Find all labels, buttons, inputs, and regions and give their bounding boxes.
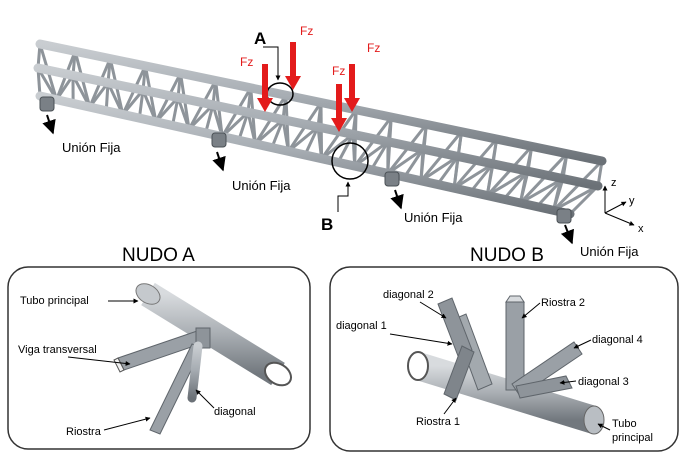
label-brace-2-b: Riostra 2 xyxy=(541,297,585,309)
node-a-marker: A xyxy=(254,29,266,48)
force-1: Fz xyxy=(240,55,273,112)
support-label-4: Unión Fija xyxy=(580,244,639,259)
truss-vertical xyxy=(403,148,425,178)
truss-diagonal xyxy=(552,184,599,212)
truss-diagonal xyxy=(320,133,354,160)
truss-vertical xyxy=(104,82,110,111)
force-4-label: Fz xyxy=(367,41,380,55)
support-label-2: Unión Fija xyxy=(232,178,291,193)
node-b-labels: diagonal 2 Riostra 2 diagonal 1 diagonal… xyxy=(336,289,653,444)
support-labels: Unión Fija Unión Fija Unión Fija Unión F… xyxy=(42,114,639,259)
truss-vertical xyxy=(568,184,600,216)
node-a-title: NUDO A xyxy=(122,245,195,266)
truss-vertical xyxy=(469,162,495,193)
truss-diagonal xyxy=(420,155,459,183)
forces: Fz Fz Fz Fz xyxy=(240,24,380,132)
support-3 xyxy=(384,171,400,187)
label-brace-a: Riostra xyxy=(66,426,102,438)
truss-chords xyxy=(33,39,607,219)
label-diagonal-3-b: diagonal 3 xyxy=(578,376,629,388)
support-1 xyxy=(39,96,55,112)
supports xyxy=(39,96,572,224)
label-cross-beam-a: Viga transversal xyxy=(18,344,97,356)
support-label-3: Unión Fija xyxy=(404,210,463,225)
node-a-leader xyxy=(263,46,281,81)
label-brace-1-b: Riostra 1 xyxy=(416,416,460,428)
label-diagonal-4-b: diagonal 4 xyxy=(592,334,643,346)
truss-vertical xyxy=(137,89,145,119)
truss-vertical xyxy=(270,119,285,149)
truss-vertical xyxy=(369,140,390,171)
node-a-drawing xyxy=(113,282,293,435)
truss-vertical xyxy=(303,126,320,156)
truss-diagonal xyxy=(254,118,284,146)
truss-diagonal xyxy=(221,111,250,138)
truss-diagonal xyxy=(187,103,215,131)
truss-vertical xyxy=(204,104,215,134)
top-back-chord xyxy=(35,39,607,166)
truss-vertical xyxy=(336,133,355,164)
node-b-marker: B xyxy=(321,215,333,234)
label-diagonal-2-b: diagonal 2 xyxy=(383,289,434,301)
top-front-chord xyxy=(33,63,603,191)
truss-diagonal xyxy=(287,125,319,153)
truss-vertical xyxy=(502,170,530,201)
support-label-1: Unión Fija xyxy=(62,140,121,155)
label-diagonal-1-b: diagonal 1 xyxy=(336,320,387,332)
node-b-title: NUDO B xyxy=(470,245,544,266)
label-diagonal-a: diagonal xyxy=(214,406,256,418)
truss-vertical xyxy=(436,155,460,186)
support-2 xyxy=(211,132,227,148)
node-b-circle xyxy=(331,142,369,180)
truss: A B Fz Fz Fz Fz xyxy=(33,24,644,259)
force-2-label: Fz xyxy=(300,24,313,38)
truss-diagonal xyxy=(519,177,564,205)
label-main-tube-b-1: Tubo xyxy=(612,418,637,430)
axis-x-label: x xyxy=(638,223,644,235)
node-a-labels: Tubo principal Viga transversal Riostra … xyxy=(18,295,256,438)
support-4 xyxy=(556,208,572,224)
axis-z-label: z xyxy=(611,177,617,189)
force-2: Fz xyxy=(285,24,313,90)
bottom-front-chord xyxy=(35,91,575,219)
truss-diagonal xyxy=(486,169,529,197)
truss-vertical xyxy=(237,111,250,141)
node-b-leader xyxy=(337,181,351,212)
force-3: Fz xyxy=(331,64,347,132)
truss-vertical xyxy=(171,97,180,126)
truss-diagonal xyxy=(386,147,424,175)
force-3-label: Fz xyxy=(332,64,345,78)
label-main-tube-b-2: principal xyxy=(612,432,653,444)
force-4: Fz xyxy=(344,41,380,112)
force-1-label: Fz xyxy=(240,55,253,69)
label-main-tube-a: Tubo principal xyxy=(20,295,89,307)
truss-diagonal xyxy=(453,162,494,190)
coordinate-axes: z y x xyxy=(602,177,644,235)
truss-diagonal xyxy=(353,140,389,168)
axis-y-label: y xyxy=(629,195,635,207)
